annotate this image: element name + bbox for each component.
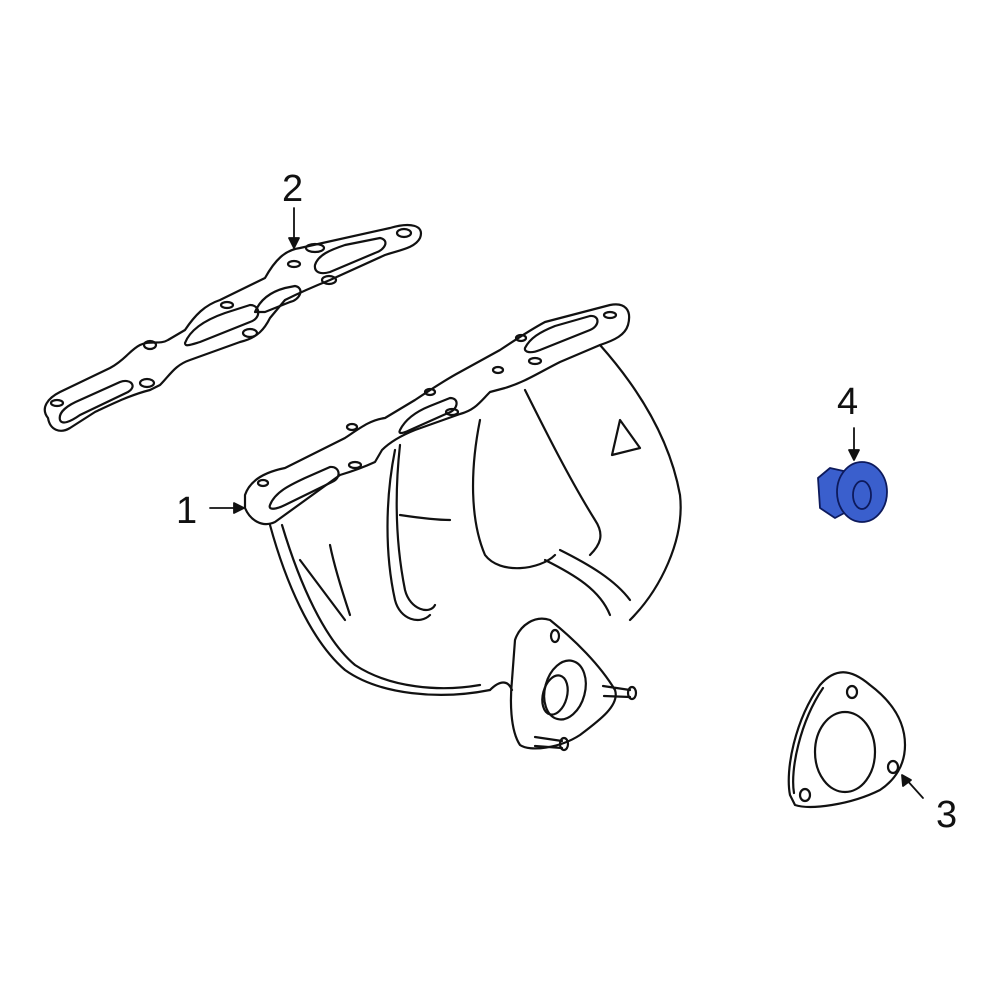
manifold-gasket-part[interactable] — [43, 223, 423, 432]
nut-part[interactable] — [817, 461, 888, 523]
callout-label-4: 4 — [837, 381, 859, 423]
callout-label-3: 3 — [936, 794, 958, 836]
exhaust-manifold-part[interactable] — [243, 303, 682, 752]
callout-arrows — [209, 207, 924, 799]
callout-label-2: 2 — [282, 168, 304, 210]
flange-gasket-part[interactable] — [787, 671, 907, 808]
callout-label-1: 1 — [176, 490, 198, 532]
